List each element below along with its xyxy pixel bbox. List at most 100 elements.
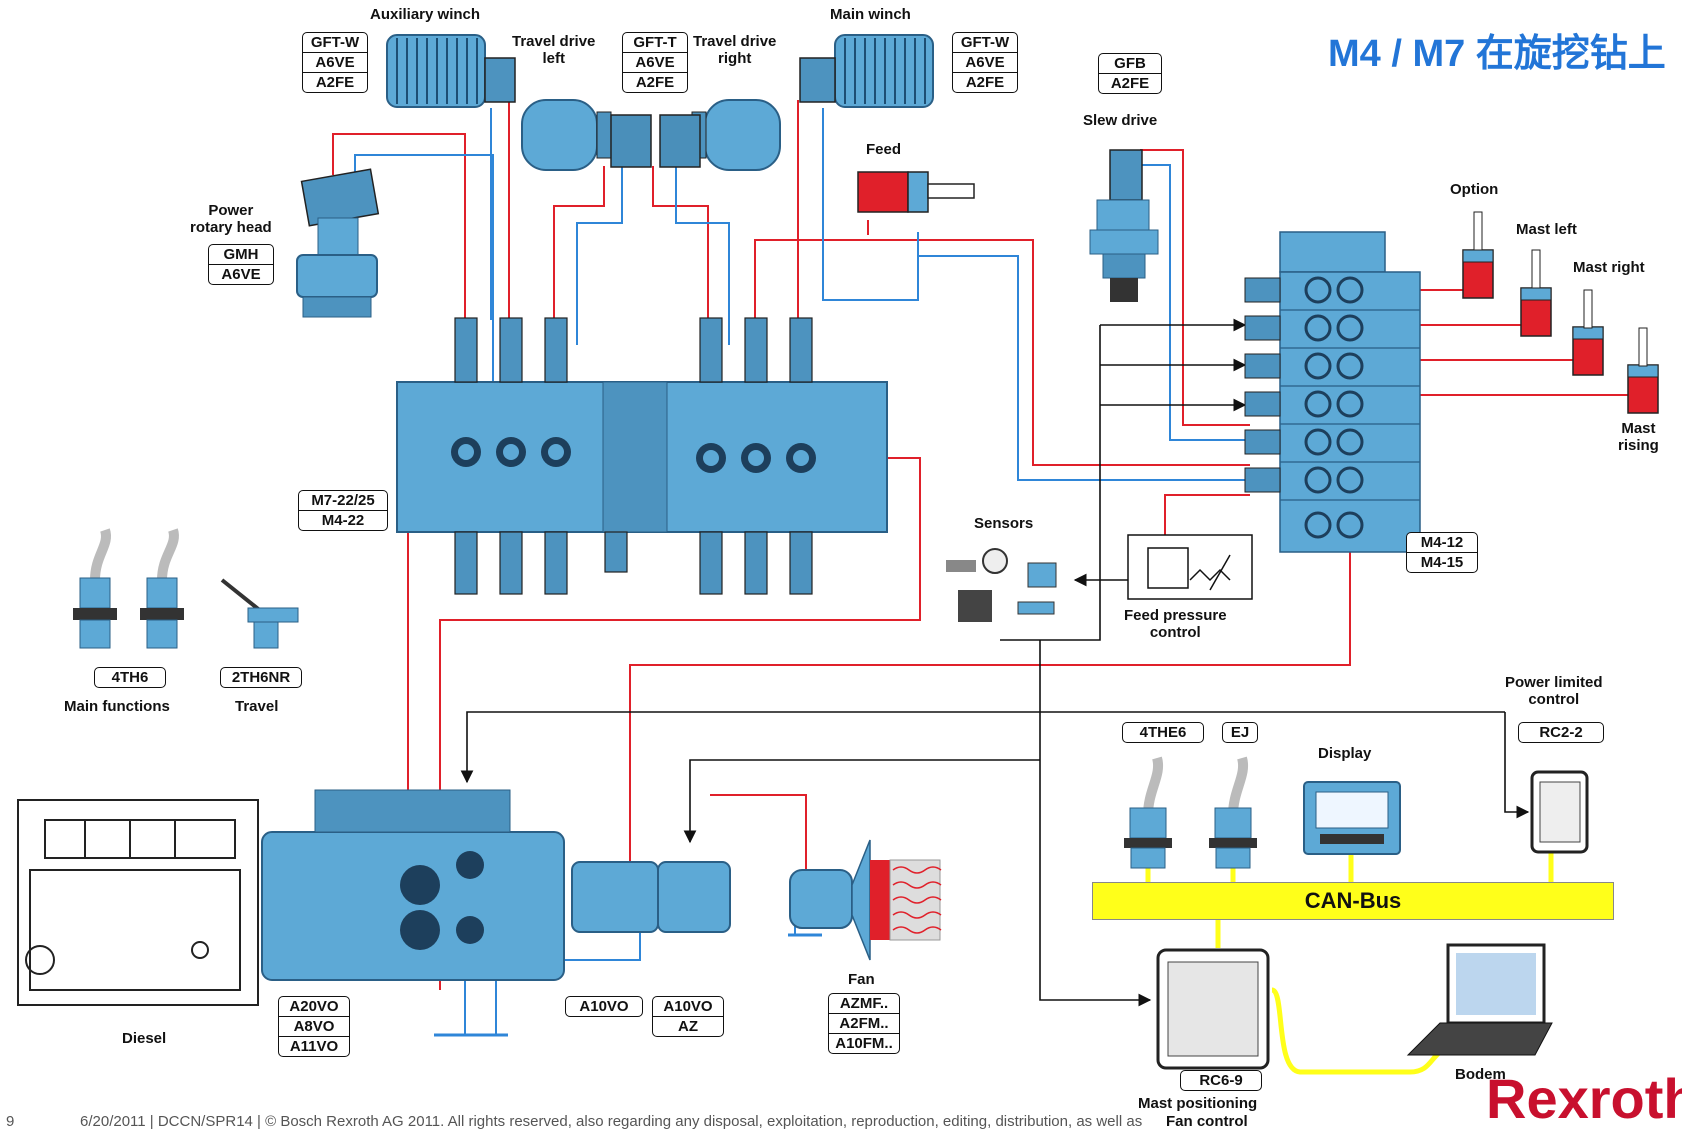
page-number: 9 bbox=[6, 1113, 15, 1130]
rexroth-logo: Rexroth bbox=[1486, 1067, 1682, 1130]
controller-icon bbox=[1530, 770, 1589, 854]
pedal-icon bbox=[220, 578, 299, 649]
model-label: A2FE bbox=[953, 72, 1017, 92]
rc6-9-model-box: RC6-9 bbox=[1180, 1070, 1262, 1091]
model-label: A10VO bbox=[663, 998, 713, 1015]
auxiliary-winch-model-box: GFT-W A6VE A2FE bbox=[302, 32, 368, 93]
model-label: A2FM.. bbox=[829, 1013, 899, 1033]
main-functions-label: Main functions bbox=[64, 698, 170, 715]
slew-gearbox-icon bbox=[1089, 149, 1159, 302]
page-title: M4 / M7 在旋挖钻上 bbox=[1328, 33, 1666, 75]
main-winch-model-box: GFT-W A6VE A2FE bbox=[952, 32, 1018, 93]
winch-icon bbox=[386, 34, 516, 108]
display-icon bbox=[1303, 781, 1401, 855]
joystick-icon bbox=[1124, 756, 1172, 869]
main-valve-model-box: M7-22/25 M4-22 bbox=[298, 490, 388, 531]
tank-icon bbox=[434, 933, 822, 1037]
model-label: 4THE6 bbox=[1139, 724, 1187, 741]
copyright-footer: 6/20/2011 | DCCN/SPR14 | © Bosch Rexroth… bbox=[80, 1113, 1143, 1130]
joystick-icon bbox=[140, 528, 184, 649]
control-valve-icon bbox=[1244, 231, 1421, 553]
mast-rising-label: Mast rising bbox=[1618, 420, 1659, 454]
model-label: A2FE bbox=[623, 72, 687, 92]
pump-icon bbox=[571, 861, 731, 933]
model-label: GFT-W bbox=[310, 34, 360, 51]
model-label: A10FM.. bbox=[829, 1033, 899, 1053]
rotary-head-icon bbox=[296, 168, 380, 318]
model-label: RC6-9 bbox=[1199, 1072, 1243, 1089]
pressure-valve-icon bbox=[1127, 534, 1253, 600]
feed-label: Feed bbox=[866, 141, 902, 158]
a10vo-az-model-box: A10VO AZ bbox=[652, 996, 724, 1037]
model-label: A6VE bbox=[623, 52, 687, 72]
mast-left-label: Mast left bbox=[1516, 221, 1577, 238]
control-valve-icon bbox=[396, 317, 888, 595]
can-bus: CAN-Bus bbox=[1092, 882, 1614, 920]
hydraulic-cylinder-icon bbox=[1462, 211, 1494, 299]
feed-pressure-control-label: Feed pressure control bbox=[1124, 607, 1227, 641]
model-label: AZ bbox=[653, 1016, 723, 1036]
model-label: M4-12 bbox=[1420, 534, 1464, 551]
auxiliary-winch-label: Auxiliary winch bbox=[370, 6, 481, 23]
model-label: GFB bbox=[1114, 55, 1146, 72]
model-label: M7-22/25 bbox=[311, 492, 375, 509]
main-functions-model-box: 4TH6 bbox=[94, 667, 166, 688]
hydraulic-cylinder-icon bbox=[857, 171, 975, 213]
laptop-icon bbox=[1406, 943, 1553, 1056]
model-label: A2FE bbox=[303, 72, 367, 92]
can-bus-drops bbox=[1145, 848, 1554, 1075]
diesel-label: Diesel bbox=[122, 1030, 167, 1047]
hydraulic-cylinder-icon bbox=[1520, 249, 1552, 337]
model-label: A10VO bbox=[579, 998, 629, 1015]
travel-label: Travel bbox=[235, 698, 279, 715]
model-label: A6VE bbox=[209, 264, 273, 284]
model-label: RC2-2 bbox=[1539, 724, 1583, 741]
model-label: A8VO bbox=[279, 1016, 349, 1036]
model-label: A2FE bbox=[1099, 73, 1161, 93]
mast-valve-model-box: M4-12 M4-15 bbox=[1406, 532, 1478, 573]
model-label: AZMF.. bbox=[839, 995, 889, 1012]
4the6-model-box: 4THE6 bbox=[1122, 722, 1204, 743]
model-label: A11VO bbox=[279, 1036, 349, 1056]
main-winch-label: Main winch bbox=[830, 6, 911, 23]
model-label: A6VE bbox=[953, 52, 1017, 72]
joystick-icon bbox=[1209, 756, 1257, 869]
model-label: M4-22 bbox=[299, 510, 387, 530]
model-label: 2TH6NR bbox=[231, 669, 291, 686]
display-label: Display bbox=[1318, 745, 1372, 762]
mast-positioning-label: Mast positioning bbox=[1138, 1095, 1258, 1112]
model-label: 4TH6 bbox=[111, 669, 149, 686]
sensor-icon bbox=[946, 548, 1057, 622]
rc2-2-model-box: RC2-2 bbox=[1518, 722, 1604, 743]
travel-motor-icon bbox=[659, 99, 781, 171]
sensors-label: Sensors bbox=[974, 515, 1034, 532]
model-label: M4-15 bbox=[1407, 552, 1477, 572]
model-label: A6VE bbox=[303, 52, 367, 72]
fan-control-label: Fan control bbox=[1166, 1113, 1248, 1130]
model-label: A20VO bbox=[289, 998, 339, 1015]
main-pump-model-box: A20VO A8VO A11VO bbox=[278, 996, 350, 1057]
fan-label: Fan bbox=[848, 971, 875, 988]
power-limited-control-label: Power limited control bbox=[1505, 674, 1603, 708]
controller-icon bbox=[1156, 948, 1270, 1070]
model-label: GFT-W bbox=[960, 34, 1010, 51]
bodem-label: Bodem bbox=[1455, 1066, 1506, 1083]
travel-drive-model-box: GFT-T A6VE A2FE bbox=[622, 32, 688, 93]
slew-drive-model-box: GFB A2FE bbox=[1098, 53, 1162, 94]
diesel-engine-icon bbox=[17, 799, 259, 1006]
hydraulic-cylinder-icon bbox=[1627, 327, 1659, 414]
winch-icon bbox=[799, 34, 934, 108]
hydraulic-cylinder-icon bbox=[1572, 289, 1604, 376]
pump-icon bbox=[261, 789, 565, 981]
model-label: GMH bbox=[223, 246, 259, 263]
slew-drive-label: Slew drive bbox=[1083, 112, 1158, 129]
travel-motor-icon bbox=[521, 99, 652, 171]
mast-right-label: Mast right bbox=[1573, 259, 1645, 276]
model-label: GFT-T bbox=[633, 34, 677, 51]
ej-model-box: EJ bbox=[1222, 722, 1258, 743]
model-label: EJ bbox=[1230, 724, 1250, 741]
travel-model-box: 2TH6NR bbox=[220, 667, 302, 688]
fan-icon bbox=[789, 839, 942, 961]
